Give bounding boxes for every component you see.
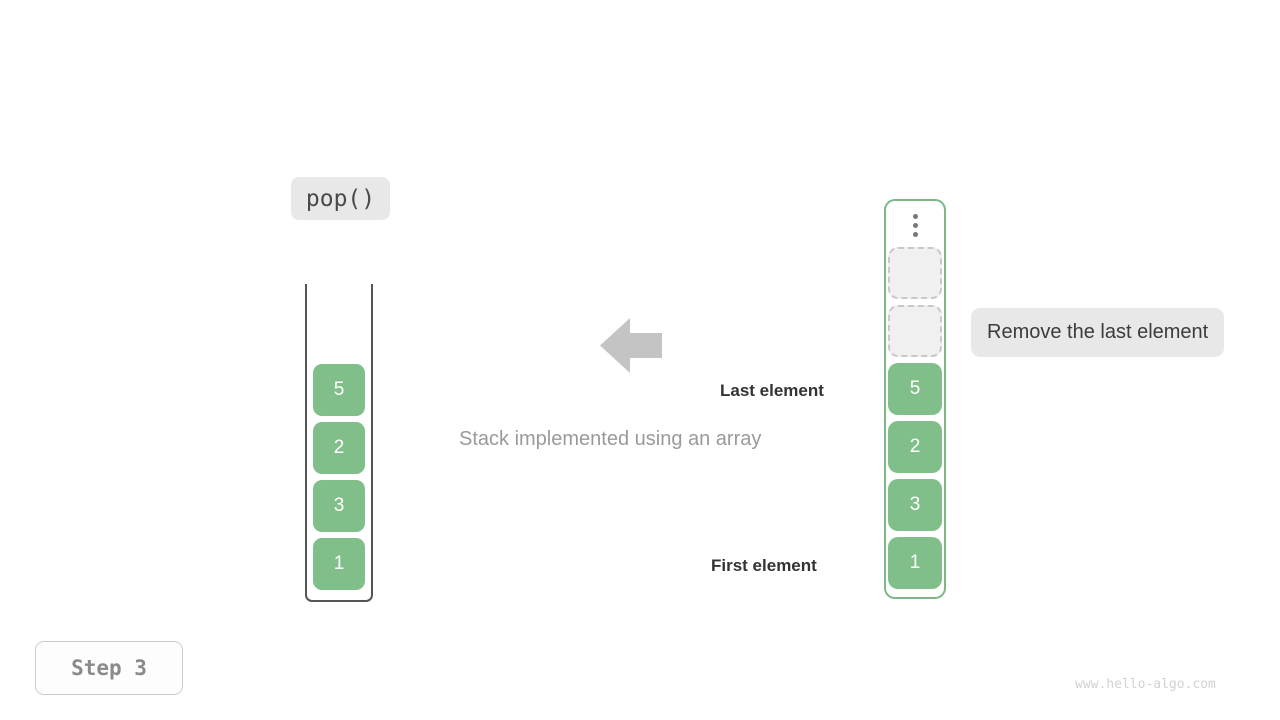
vertical-dots-icon (884, 210, 946, 240)
stack-cell: 2 (313, 422, 365, 474)
array-slot-filled: 1 (888, 537, 942, 589)
array-slot-filled: 3 (888, 479, 942, 531)
array-slot-filled: 2 (888, 421, 942, 473)
note-label: Remove the last element (971, 308, 1225, 357)
stack-container (305, 284, 373, 602)
array-slot-list: 5 2 3 1 (888, 247, 942, 589)
diagram-caption: Stack implemented using an array (459, 428, 762, 450)
watermark: www.hello-algo.com (1075, 677, 1216, 692)
stack-cell: 3 (313, 480, 365, 532)
stack-cell: 1 (313, 538, 365, 590)
step-badge: Step 3 (35, 641, 183, 695)
array-slot-filled: 5 (888, 363, 942, 415)
first-element-label: First element (711, 556, 817, 575)
stack-cell: 5 (313, 364, 365, 416)
array-slot-empty (888, 247, 942, 299)
stack-item-list: 5 2 3 1 (313, 364, 365, 590)
arrow-left-icon (600, 318, 662, 373)
array-slot-empty (888, 305, 942, 357)
operation-label: pop() (291, 177, 390, 220)
last-element-label: Last element (720, 381, 824, 400)
